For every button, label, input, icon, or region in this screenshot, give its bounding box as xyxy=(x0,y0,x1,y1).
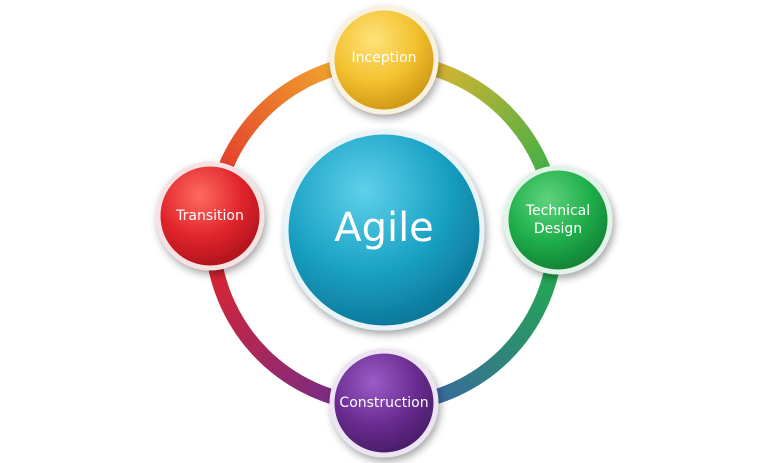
node-construction-label: Construction xyxy=(339,395,428,411)
node-technical-design-circle xyxy=(503,165,613,275)
center-circle xyxy=(283,129,485,331)
center-label: Agile xyxy=(334,205,434,251)
center-node-agile: Agile xyxy=(283,129,485,331)
node-construction: Construction xyxy=(329,348,439,458)
node-transition-circle xyxy=(155,161,265,271)
node-construction-circle xyxy=(329,348,439,458)
node-inception-circle xyxy=(329,5,439,115)
node-transition: Transition xyxy=(155,161,265,271)
node-technical-design: Technical Design xyxy=(503,165,613,275)
node-technical-design-label-line1: Technical xyxy=(525,203,590,219)
node-transition-label: Transition xyxy=(175,208,244,224)
node-inception: Inception xyxy=(329,5,439,115)
node-inception-label: Inception xyxy=(351,50,416,66)
node-technical-design-label-line2: Design xyxy=(534,221,582,237)
